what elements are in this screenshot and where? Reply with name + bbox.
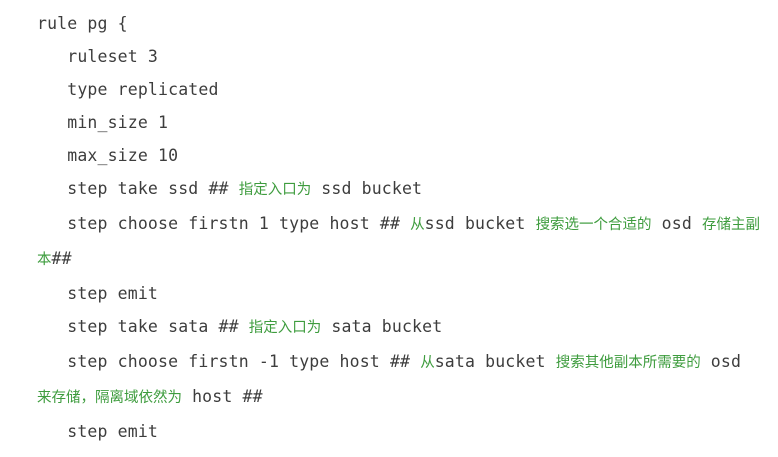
- code-line: max_size 10: [37, 139, 761, 172]
- code-indent: [37, 214, 67, 233]
- comment-text-cn: 指定入口为: [248, 320, 322, 336]
- comment-text-cn: 指定入口为: [238, 182, 312, 198]
- code-line: step emit: [37, 277, 761, 310]
- code-line: step take sata ## 指定入口为 sata bucket: [37, 310, 761, 345]
- code-indent: [37, 422, 67, 441]
- comment-text-cn: 从: [410, 217, 425, 233]
- code-token: osd: [651, 214, 702, 233]
- comment-text-cn: 存储主副本: [37, 217, 760, 268]
- code-token: type replicated: [67, 80, 219, 99]
- code-line: step take ssd ## 指定入口为 ssd bucket: [37, 172, 761, 207]
- code-line: type replicated: [37, 73, 761, 106]
- code-token: ssd bucket: [311, 179, 423, 198]
- comment-text-cn: 搜索选一个合适的: [535, 217, 652, 233]
- code-indent: [37, 113, 67, 132]
- code-block[interactable]: rule pg { ruleset 3 type replicated min_…: [37, 7, 761, 448]
- code-token: step choose firstn -1 type host ##: [67, 352, 421, 371]
- code-line: step choose firstn 1 type host ## 从ssd b…: [37, 207, 761, 277]
- code-token: rule pg {: [37, 14, 128, 33]
- code-token: ruleset 3: [67, 47, 159, 66]
- code-token: step take ssd ##: [67, 179, 239, 198]
- code-indent: [37, 80, 67, 99]
- code-token: step take sata ##: [67, 317, 249, 336]
- code-token: sata bucket: [321, 317, 443, 336]
- code-token: osd: [700, 352, 752, 371]
- code-indent: [37, 146, 67, 165]
- comment-text-cn: 搜索其他副本所需要的: [555, 355, 701, 371]
- code-line: step choose firstn -1 type host ## 从sata…: [37, 345, 761, 415]
- code-indent: [37, 284, 67, 303]
- code-line: min_size 1: [37, 106, 761, 139]
- code-token: ssd bucket: [424, 214, 536, 233]
- comment-text-cn: 从: [420, 355, 435, 371]
- code-line: step emit: [37, 415, 761, 448]
- comment-text-cn: 来存储，隔离域依然为: [37, 390, 182, 406]
- code-indent: [37, 47, 67, 66]
- code-line: rule pg {: [37, 7, 761, 40]
- code-token: host ##: [182, 387, 263, 406]
- code-token: sata bucket: [434, 352, 556, 371]
- code-token: step emit: [67, 284, 159, 303]
- code-token: step emit: [67, 422, 159, 441]
- code-token: ##: [51, 249, 72, 268]
- code-token: step choose firstn 1 type host ##: [67, 214, 411, 233]
- code-indent: [37, 179, 67, 198]
- code-line: ruleset 3: [37, 40, 761, 73]
- code-indent: [37, 317, 67, 336]
- code-indent: [37, 352, 67, 371]
- code-token: min_size 1: [67, 113, 169, 132]
- code-token: max_size 10: [67, 146, 179, 165]
